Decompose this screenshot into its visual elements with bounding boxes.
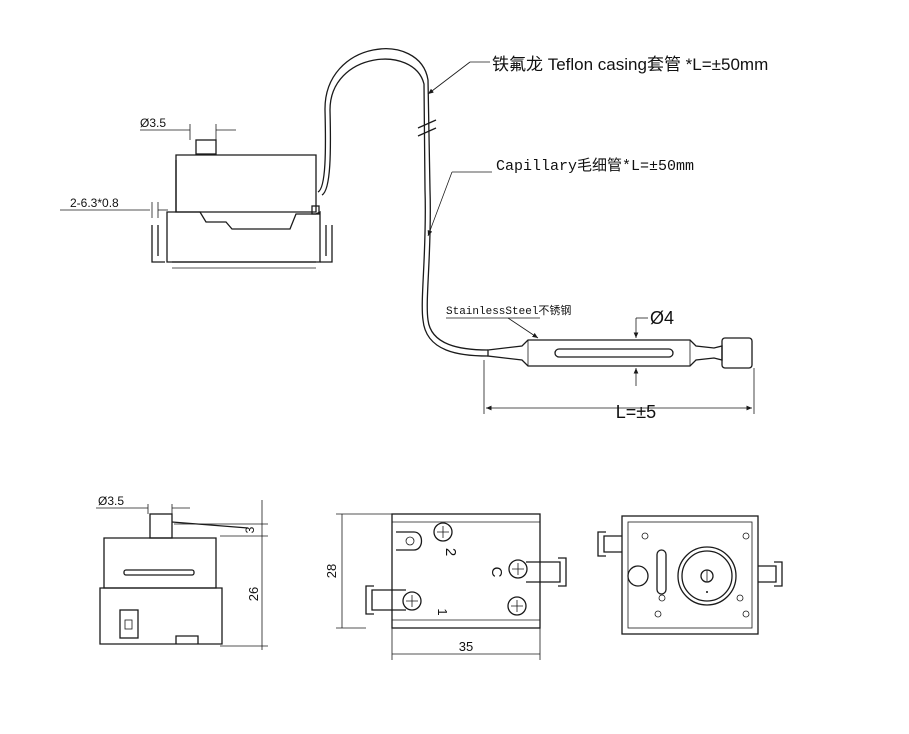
side-view xyxy=(99,513,249,645)
dimension-28: 28 xyxy=(324,513,392,629)
dim26-label: 26 xyxy=(246,587,261,601)
capillary-tube xyxy=(317,48,489,357)
dia35-side-label: Ø3.5 xyxy=(98,494,124,508)
term1-label: 1 xyxy=(435,608,450,615)
dim35-label: 35 xyxy=(459,639,473,654)
stainless-callout: StainlessSteel不锈钢 xyxy=(446,304,571,339)
teflon-label: 铁氟龙 Teflon casing套管 *L=±50mm xyxy=(492,55,768,74)
dim28-label: 28 xyxy=(324,564,339,578)
dimension-dia4: Ø4 xyxy=(633,308,674,386)
dimension-dia35-top: Ø3.5 xyxy=(140,116,236,140)
dia35-top-label: Ø3.5 xyxy=(140,116,166,130)
term2-label: 2 xyxy=(442,548,459,556)
dimension-length: L=±5 xyxy=(483,360,755,422)
bottom-view: 2 C 1 xyxy=(365,513,567,629)
sensor-bulb xyxy=(487,337,753,369)
dia4-label: Ø4 xyxy=(650,308,674,328)
thermostat-body-perspective xyxy=(151,139,333,269)
dimension-3: 3 26 xyxy=(174,500,268,650)
dim3-label: 3 xyxy=(243,526,257,533)
capillary-callout: Capillary毛细管*L=±50mm xyxy=(427,157,694,237)
dimension-35: 35 xyxy=(391,628,541,660)
teflon-callout: 铁氟龙 Teflon casing套管 *L=±50mm xyxy=(427,55,768,95)
top-view xyxy=(597,515,783,635)
capillary-label: Capillary毛细管*L=±50mm xyxy=(496,157,694,175)
stainless-label: StainlessSteel不锈钢 xyxy=(446,304,571,318)
terminal-label: 2-6.3*0.8 xyxy=(70,196,119,210)
dimension-terminal: 2-6.3*0.8 xyxy=(60,196,168,218)
length-label: L=±5 xyxy=(616,402,656,422)
termC-label: C xyxy=(488,567,505,578)
dimension-dia35-side: Ø3.5 xyxy=(96,494,190,514)
